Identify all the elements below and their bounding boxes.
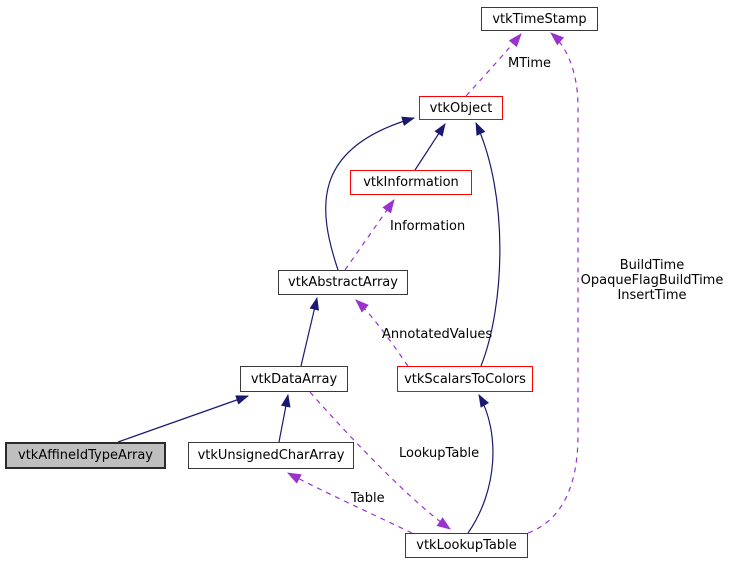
edge-label-inserttime: InsertTime bbox=[617, 288, 687, 303]
edge-usage-buildtimes-vtkLookupTable-to-vtkTimeStamp bbox=[527, 32, 579, 534]
edge-inherit-vtkDataArray-to-vtkAbstractArray bbox=[300, 296, 320, 367]
edge-inherit-vtkScalarsToColors-to-vtkObject bbox=[475, 122, 501, 367]
node-vtkTimeStamp[interactable]: vtkTimeStamp bbox=[481, 7, 598, 31]
node-vtkAbstractArray[interactable]: vtkAbstractArray bbox=[278, 270, 408, 295]
node-vtkLookupTable[interactable]: vtkLookupTable bbox=[405, 533, 528, 558]
edge-usage-table-vtkLookupTable-to-vtkUnsignedCharArray bbox=[286, 472, 413, 534]
edge-label-annotated-values: AnnotatedValues bbox=[382, 327, 493, 342]
node-vtkAffineIdTypeArray: vtkAffineIdTypeArray bbox=[5, 442, 166, 469]
edge-inherit-vtkLookupTable-to-vtkScalarsToColors bbox=[467, 394, 494, 534]
edge-label-timestamp-members: BuildTime OpaqueFlagBuildTime InsertTime bbox=[580, 258, 724, 303]
edge-label-buildtime: BuildTime bbox=[619, 258, 685, 273]
edge-inherit-vtkAffineIdTypeArray-to-vtkDataArray bbox=[117, 395, 250, 443]
edge-label-opaqueflagbuildtime: OpaqueFlagBuildTime bbox=[580, 273, 724, 288]
edge-inherit-vtkAbstractArray-to-vtkObject bbox=[325, 116, 416, 271]
edge-usage-information-vtkAbstractArray-to-vtkInformation bbox=[344, 199, 395, 271]
edge-label-mtime: MTime bbox=[508, 56, 552, 71]
node-vtkDataArray[interactable]: vtkDataArray bbox=[240, 366, 348, 392]
edge-usage-lookuptable-vtkDataArray-to-vtkLookupTable bbox=[309, 391, 451, 530]
edge-inherit-vtkUnsignedCharArray-to-vtkDataArray bbox=[278, 393, 291, 443]
edge-label-lookup-table: LookupTable bbox=[399, 446, 480, 461]
edge-usage-mtime-vtkObject-to-vtkTimeStamp bbox=[465, 33, 522, 97]
edge-label-table: Table bbox=[351, 491, 385, 506]
node-vtkScalarsToColors[interactable]: vtkScalarsToColors bbox=[397, 366, 533, 392]
edge-inherit-vtkInformation-to-vtkObject bbox=[414, 123, 446, 171]
edge-label-information: Information bbox=[390, 219, 466, 234]
node-vtkUnsignedCharArray[interactable]: vtkUnsignedCharArray bbox=[188, 442, 354, 469]
node-vtkObject[interactable]: vtkObject bbox=[419, 96, 503, 120]
node-vtkInformation[interactable]: vtkInformation bbox=[350, 170, 472, 195]
